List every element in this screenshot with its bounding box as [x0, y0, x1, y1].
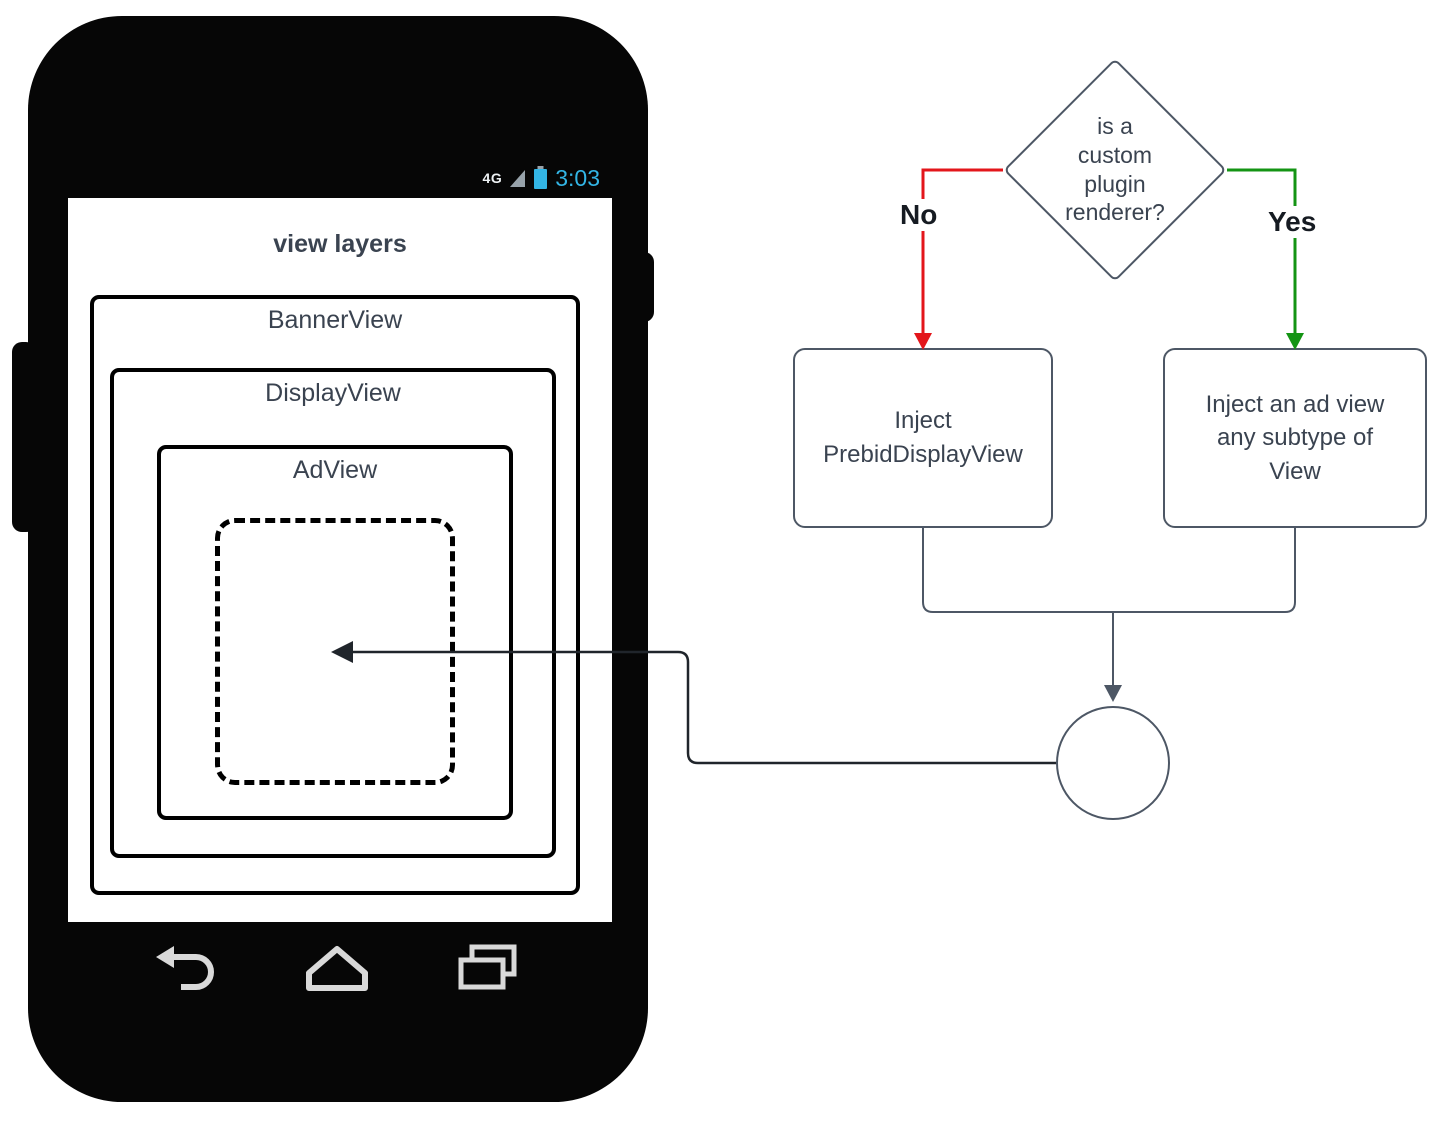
decision-text: is a custom plugin renderer?	[1065, 113, 1165, 226]
back-icon[interactable]	[154, 944, 226, 992]
merge-circle-node	[1056, 706, 1170, 820]
ad-slot-placeholder	[215, 518, 455, 785]
clock-label: 3:03	[555, 164, 600, 191]
inject-ad-view-box: Inject an ad view any subtype of View	[1163, 348, 1427, 528]
home-icon[interactable]	[300, 942, 374, 992]
yes-branch-connector	[1227, 168, 1297, 334]
inject-ad-view-text: Inject an ad view any subtype of View	[1205, 390, 1385, 485]
merge-arrowhead	[1104, 685, 1122, 702]
bannerview-label: BannerView	[267, 306, 403, 334]
no-branch-label: No	[897, 199, 941, 231]
screen-title: view layers	[273, 230, 407, 258]
no-branch-connector	[921, 168, 1003, 334]
signal-strength-icon	[510, 169, 526, 187]
inject-prebid-display-view-box: Inject PrebidDisplayView	[793, 348, 1053, 528]
status-bar: 4G 3:03	[380, 160, 600, 196]
battery-icon	[534, 166, 548, 189]
displayview-label: DisplayView	[265, 379, 401, 407]
inject-prebid-display-view-text: Inject PrebidDisplayView	[823, 407, 1023, 468]
network-type-label: 4G	[482, 170, 503, 186]
recent-apps-icon[interactable]	[452, 944, 524, 992]
yes-branch-label: Yes	[1265, 206, 1320, 238]
adview-label: AdView	[292, 456, 378, 484]
merge-connector	[922, 528, 1296, 613]
